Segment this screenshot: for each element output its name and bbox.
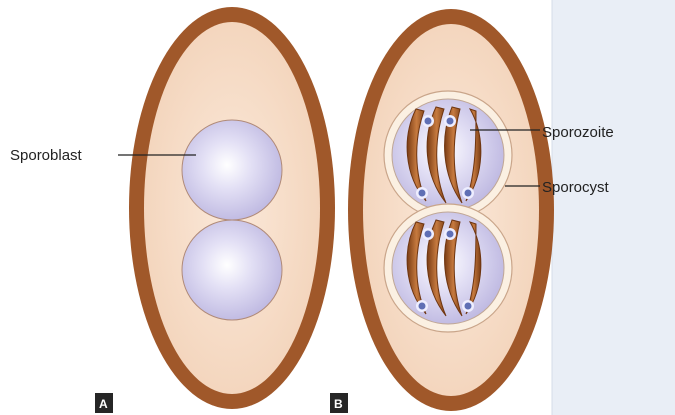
sporoblast-lower (182, 220, 282, 320)
unsporulated-oocyst (129, 7, 335, 409)
sporoblast-label: Sporoblast (10, 147, 83, 164)
sporulated-oocyst (348, 9, 554, 411)
panel-letter-a: A (99, 397, 108, 411)
sporozoite-label: Sporozoite (542, 124, 614, 141)
panel-letter-b: B (334, 397, 343, 411)
panel-badge-b: B (330, 393, 348, 413)
sporoblast-upper (182, 120, 282, 220)
right-background-strip (552, 0, 675, 415)
panel-badge-a: A (95, 393, 113, 413)
sporocyst-label: Sporocyst (542, 179, 610, 196)
